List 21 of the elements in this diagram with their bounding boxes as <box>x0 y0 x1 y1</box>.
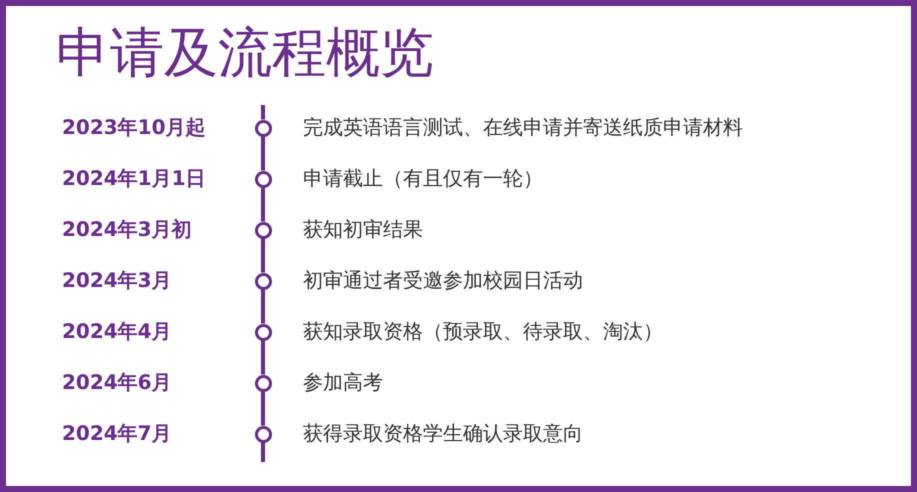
timeline-line <box>261 188 265 222</box>
event-text: 参加高考 <box>303 369 383 395</box>
title: 申请及流程概览 <box>56 20 434 86</box>
timeline-line <box>261 340 265 374</box>
event-text: 获知录取资格（预录取、待录取、淘汰） <box>303 318 663 344</box>
date-label: 2024年1月1日 <box>62 165 206 191</box>
timeline-line <box>261 392 265 426</box>
date-label: 2024年3月 <box>62 267 172 293</box>
event-text: 获知初审结果 <box>303 216 423 242</box>
date-label: 2024年3月初 <box>62 216 192 242</box>
timeline-line <box>261 290 265 324</box>
event-text: 获得录取资格学生确认录取意向 <box>303 420 583 446</box>
date-label: 2024年6月 <box>62 369 172 395</box>
timeline-line <box>261 238 265 272</box>
event-text: 完成英语语言测试、在线申请并寄送纸质申请材料 <box>303 114 743 140</box>
date-label: 2023年10月起 <box>62 114 206 140</box>
event-text: 申请截止（有且仅有一轮） <box>303 165 543 191</box>
date-label: 2024年4月 <box>62 318 172 344</box>
timeline-line <box>261 136 265 170</box>
date-label: 2024年7月 <box>62 420 172 446</box>
event-text: 初审通过者受邀参加校园日活动 <box>303 267 583 293</box>
